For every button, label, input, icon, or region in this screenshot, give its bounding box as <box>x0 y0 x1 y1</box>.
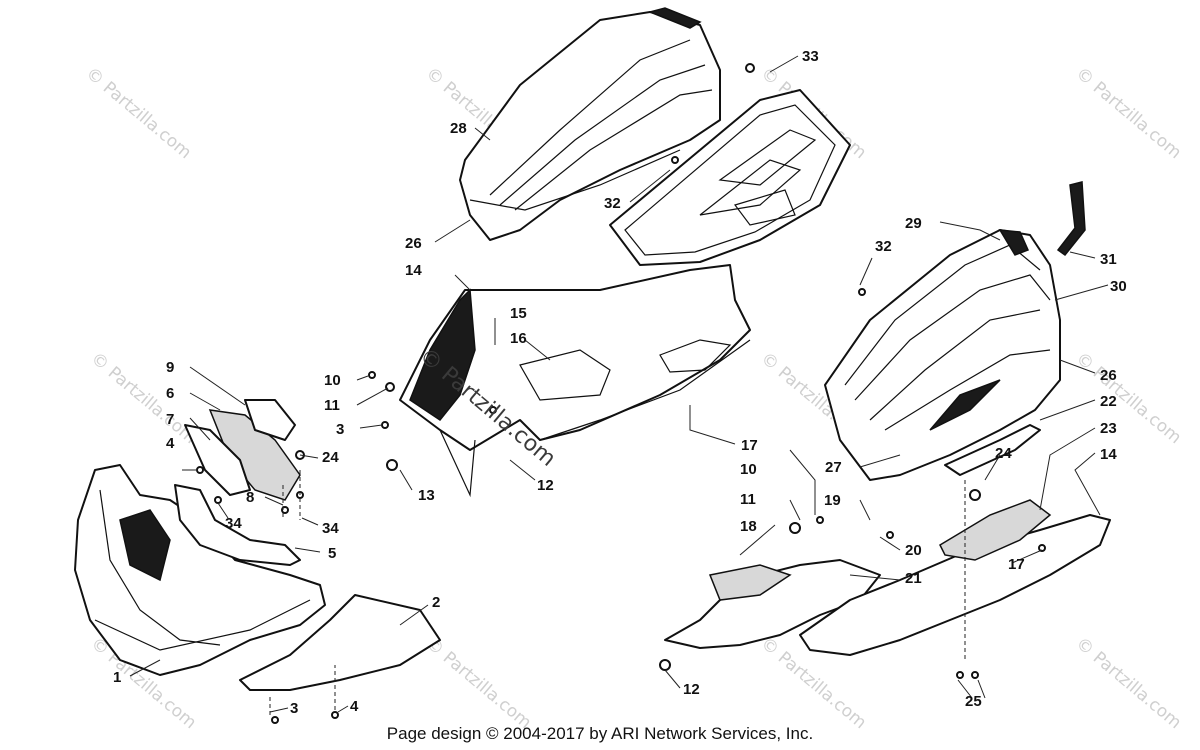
callout-17: 17 <box>741 437 758 454</box>
callout-33: 33 <box>802 48 819 65</box>
callout-11: 11 <box>324 397 340 414</box>
callout-31: 31 <box>1100 251 1117 268</box>
callout-20: 20 <box>905 542 922 559</box>
part-front-nose <box>74 464 326 676</box>
callout-34: 34 <box>322 520 339 537</box>
callout-9: 9 <box>166 359 174 376</box>
callout-18: 18 <box>740 518 757 535</box>
part-handle <box>1056 181 1086 257</box>
watermark: © Partzilla.com <box>87 349 200 449</box>
part-right-bracket <box>664 559 881 649</box>
watermark: © Partzilla.com <box>1072 349 1185 449</box>
callout-26: 26 <box>1100 367 1117 384</box>
callout-7: 7 <box>166 411 174 428</box>
callout-6: 6 <box>166 385 174 402</box>
callout-27: 27 <box>825 459 842 476</box>
watermark: © Partzilla.com <box>1072 634 1185 734</box>
callout-19: 19 <box>824 492 841 509</box>
callout-22: 22 <box>1100 393 1117 410</box>
callout-14: 14 <box>1100 446 1117 463</box>
callout-25: 25 <box>965 693 982 710</box>
callout-2: 2 <box>432 594 440 611</box>
callout-23: 23 <box>1100 420 1117 437</box>
footer-copyright: Page design © 2004-2017 by ARI Network S… <box>386 724 814 743</box>
callout-21: 21 <box>905 570 922 587</box>
callout-3: 3 <box>336 421 344 438</box>
callout-15: 15 <box>510 305 527 322</box>
part-skid-plate <box>239 594 441 691</box>
callout-4: 4 <box>166 435 175 452</box>
watermark: © Partzilla.com <box>422 634 535 734</box>
part-seat-tray <box>609 89 851 266</box>
callout-16: 16 <box>510 330 527 347</box>
callout-13: 13 <box>418 487 435 504</box>
callout-4: 4 <box>350 698 359 715</box>
watermark: © Partzilla.com <box>82 64 195 164</box>
callout-28: 28 <box>450 120 467 137</box>
callout-34: 34 <box>225 515 242 532</box>
part-nose-brackets <box>174 399 301 566</box>
callout-10: 10 <box>740 461 757 478</box>
callout-5: 5 <box>328 545 336 562</box>
callout-labels: 1 2 3 3 4 4 5 6 7 8 9 10 10 11 11 12 12 … <box>113 48 1127 717</box>
callout-14: 14 <box>405 262 422 279</box>
callout-29: 29 <box>905 215 922 232</box>
callout-3: 3 <box>290 700 298 717</box>
callout-10: 10 <box>324 372 341 389</box>
callout-12: 12 <box>537 477 554 494</box>
callout-8: 8 <box>246 489 254 506</box>
leader-lines <box>129 55 1109 715</box>
part-right-belly-pan <box>799 499 1111 656</box>
watermark: © Partzilla.com <box>1072 64 1185 164</box>
part-22-bracket <box>944 424 1041 476</box>
callout-32: 32 <box>604 195 621 212</box>
callout-24: 24 <box>322 449 339 466</box>
callout-1: 1 <box>113 669 121 686</box>
part-right-seat-assembly <box>824 229 1061 481</box>
callout-26: 26 <box>405 235 422 252</box>
callout-17: 17 <box>1008 556 1025 573</box>
callout-12: 12 <box>683 681 700 698</box>
callout-11: 11 <box>740 491 756 508</box>
callout-30: 30 <box>1110 278 1127 295</box>
callout-24: 24 <box>995 445 1012 462</box>
callout-32: 32 <box>875 238 892 255</box>
part-upper-seat-base <box>459 7 721 241</box>
part-center-belly-pan <box>399 264 751 498</box>
